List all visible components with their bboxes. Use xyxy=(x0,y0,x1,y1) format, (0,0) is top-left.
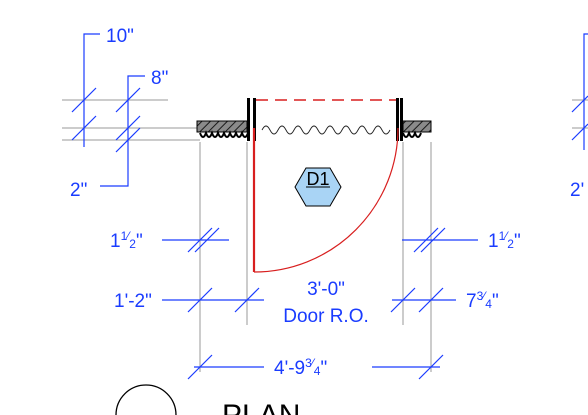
jamb-right-inner xyxy=(396,98,399,141)
wall-left-hatch xyxy=(196,120,248,133)
dimension-casing-left: 11⁄2" xyxy=(110,229,143,252)
jamb-left-inner xyxy=(253,98,256,141)
dimension-casing-right: 11⁄2" xyxy=(488,229,521,252)
dimension-right-offset: 73⁄4" xyxy=(466,289,499,312)
door-swing xyxy=(252,99,399,273)
wall-right-scallops xyxy=(402,130,422,138)
door-swing-arc xyxy=(253,127,399,273)
jamb-right-outer xyxy=(400,98,403,141)
wall-right-hatch xyxy=(402,120,432,133)
dimension-top-left-inner: 8" xyxy=(151,68,168,89)
left-vertical-dimensions xyxy=(71,33,145,187)
insulation-pattern-icon xyxy=(261,125,391,135)
dimension-opening-width: 3'-0" xyxy=(307,279,345,300)
wall-left-scallops xyxy=(199,130,249,138)
hexagon-icon xyxy=(294,167,342,207)
extension-lines xyxy=(62,99,588,372)
adjacent-detail-fragment xyxy=(571,33,588,150)
section-circle-icon xyxy=(115,384,177,415)
dimension-left-offset: 1'-2" xyxy=(114,291,152,312)
dimension-top-left-outer: 10" xyxy=(106,26,134,47)
casing-dimension-lines xyxy=(162,227,478,253)
dimension-overall: 4'-93⁄4" xyxy=(274,356,327,379)
overall-dimension-lines xyxy=(187,354,444,380)
wall-assembly xyxy=(196,98,432,141)
view-title: PLAN xyxy=(222,399,300,415)
dimension-left-bottom: 2" xyxy=(70,180,87,201)
door-tag-label: D1 xyxy=(306,169,329,189)
dimension-opening-label: Door R.O. xyxy=(283,306,369,327)
opening-dimension-lines xyxy=(162,287,456,313)
dimension-clipped-right: 2' xyxy=(570,180,584,201)
jamb-left-outer xyxy=(247,98,250,141)
